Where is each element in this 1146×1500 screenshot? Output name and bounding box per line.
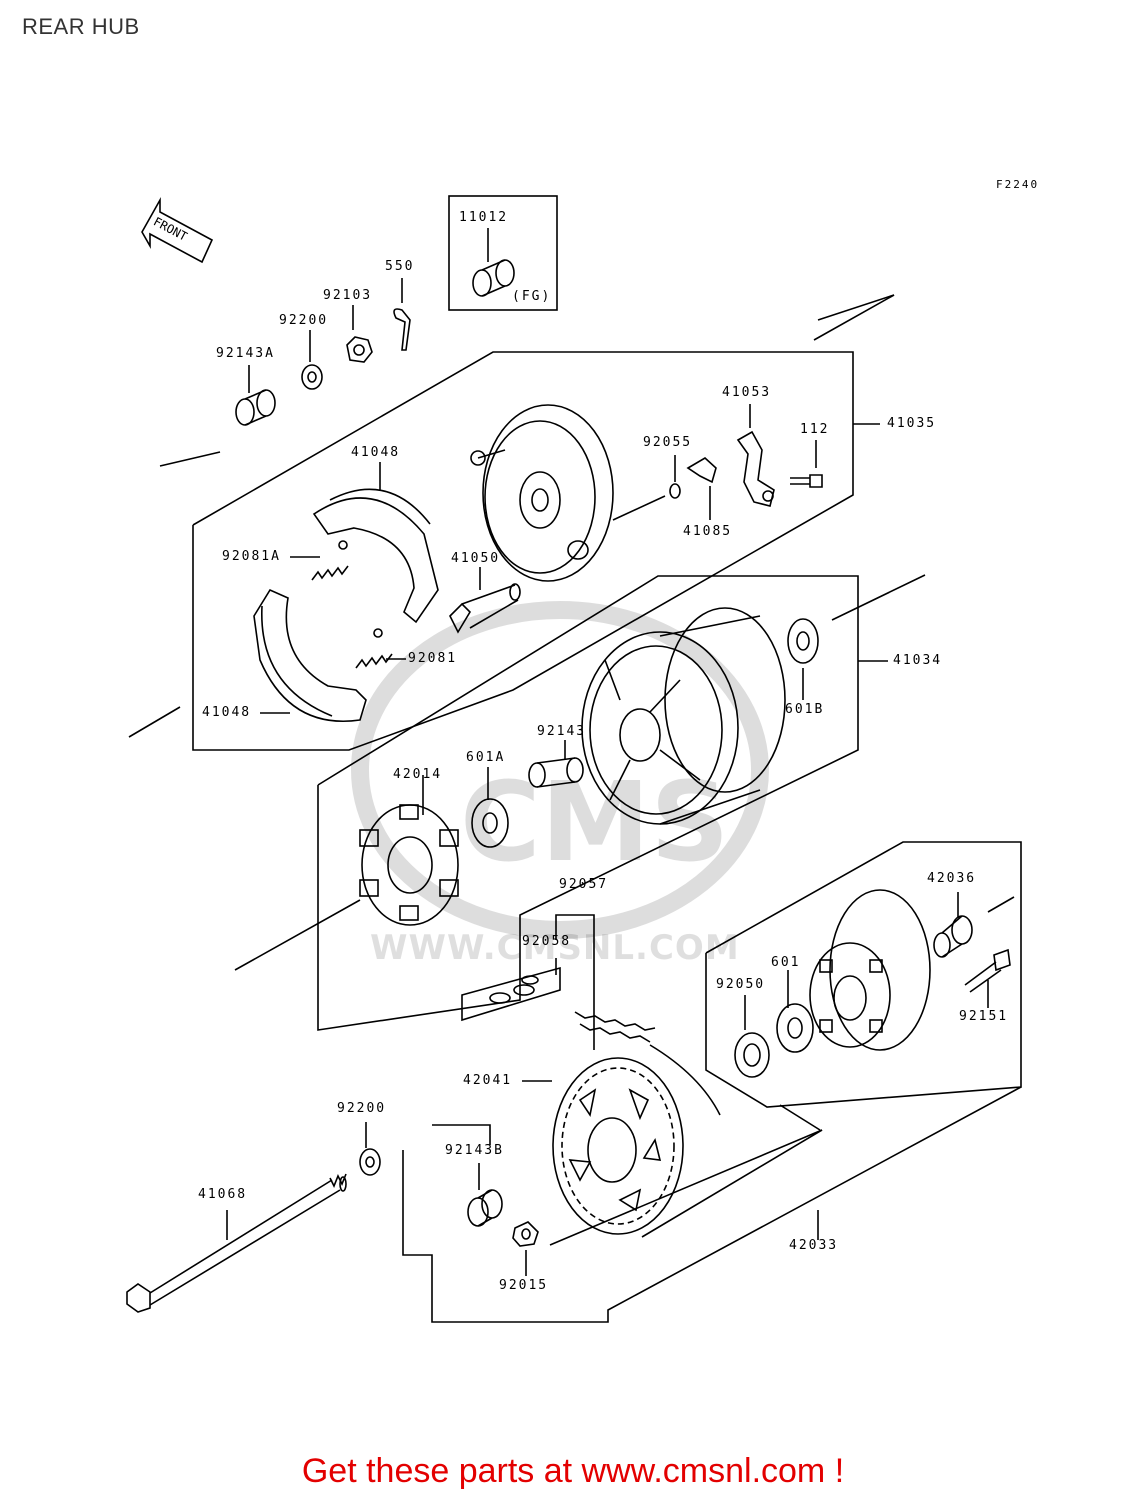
oil-seal-92050-icon (734, 1032, 770, 1078)
part-label-41048-upper[interactable]: 41048 (351, 445, 401, 460)
part-label-42033[interactable]: 42033 (789, 1238, 839, 1253)
inset-box-11012 (448, 195, 558, 311)
nut-92015-icon (512, 1221, 539, 1247)
part-label-92081[interactable]: 92081 (408, 651, 458, 666)
group-outline-41035 (192, 351, 854, 751)
part-label-42041[interactable]: 42041 (463, 1073, 513, 1088)
bolt-112-icon (790, 474, 823, 488)
part-label-92200[interactable]: 92200 (279, 313, 329, 328)
rear-axle-41068-icon (126, 1173, 347, 1313)
collar-42036-icon (933, 915, 973, 958)
bearing-601a-icon (471, 798, 509, 848)
master-link-92058-icon (489, 975, 539, 1004)
part-label-92015[interactable]: 92015 (499, 1278, 549, 1293)
collar-92143b-icon (467, 1189, 503, 1227)
cotter-pin-550-icon (393, 308, 411, 351)
figure-code: F2240 (996, 178, 1040, 191)
part-label-41053[interactable]: 41053 (722, 385, 772, 400)
part-note-11012: (FG) (512, 289, 552, 304)
part-label-41035[interactable]: 41035 (887, 416, 937, 431)
front-arrow-icon: FRONT (141, 196, 214, 264)
brake-shoe-lower-icon (253, 588, 367, 722)
part-label-42036[interactable]: 42036 (927, 871, 977, 886)
part-label-41048-lower[interactable]: 41048 (202, 705, 252, 720)
buy-parts-link[interactable]: Get these parts at www.cmsnl.com ! (301, 1452, 845, 1490)
bolt-92151-icon (964, 948, 1011, 993)
part-label-92057[interactable]: 92057 (559, 877, 609, 892)
part-label-41034[interactable]: 41034 (893, 653, 943, 668)
part-label-92151[interactable]: 92151 (959, 1009, 1009, 1024)
washer-92200-icon (301, 364, 323, 390)
part-label-41068[interactable]: 41068 (198, 1187, 248, 1202)
part-label-92143b[interactable]: 92143B (445, 1143, 504, 1158)
brake-cam-shaft-41050-icon (449, 583, 521, 634)
part-label-112[interactable]: 112 (800, 422, 830, 437)
plate-41085-icon (686, 457, 717, 484)
bearing-601-icon (776, 1003, 814, 1053)
part-label-601b[interactable]: 601B (785, 702, 825, 717)
rear-wheel-41034-icon (581, 607, 786, 825)
o-ring-92055-icon (669, 483, 681, 499)
watermark-url: WWW.CMSNL.COM (370, 928, 740, 968)
part-label-92143[interactable]: 92143 (537, 724, 587, 739)
part-label-41085[interactable]: 41085 (683, 524, 733, 539)
part-label-92081a[interactable]: 92081A (222, 549, 281, 564)
part-label-92143a[interactable]: 92143A (216, 346, 275, 361)
collar-92143a-icon (235, 389, 276, 426)
part-label-42014[interactable]: 42014 (393, 767, 443, 782)
part-label-92050[interactable]: 92050 (716, 977, 766, 992)
drive-chain-92057-icon (574, 1011, 721, 1116)
spring-92081a-icon (311, 540, 349, 581)
part-label-41050[interactable]: 41050 (451, 551, 501, 566)
page-title: REAR HUB (22, 14, 140, 39)
part-label-601a[interactable]: 601A (466, 750, 506, 765)
sprocket-coupling-42036-icon (809, 889, 931, 1051)
group-outline-41034 (317, 575, 859, 1031)
bearing-601b-icon (787, 618, 819, 664)
hub-damper-42014-icon (359, 804, 459, 926)
castle-nut-92103-icon (346, 336, 373, 363)
master-link-box-92058 (461, 966, 561, 1022)
part-label-550[interactable]: 550 (385, 259, 415, 274)
part-label-92058[interactable]: 92058 (522, 934, 572, 949)
part-label-92200-lower[interactable]: 92200 (337, 1101, 387, 1116)
brake-shoe-upper-icon (312, 488, 439, 624)
part-label-92103[interactable]: 92103 (323, 288, 373, 303)
part-label-11012[interactable]: 11012 (459, 210, 509, 225)
part-label-92055[interactable]: 92055 (643, 435, 693, 450)
brake-panel-icon (470, 404, 666, 582)
bushing-11012-icon (472, 259, 515, 297)
brake-cam-lever-41053-icon (736, 430, 775, 507)
rear-sprocket-42041-icon (552, 1057, 684, 1235)
spacer-92143-icon (528, 757, 584, 788)
washer-92200-lower-icon (359, 1148, 381, 1176)
spring-92081-icon (355, 628, 393, 669)
part-label-601[interactable]: 601 (771, 955, 801, 970)
